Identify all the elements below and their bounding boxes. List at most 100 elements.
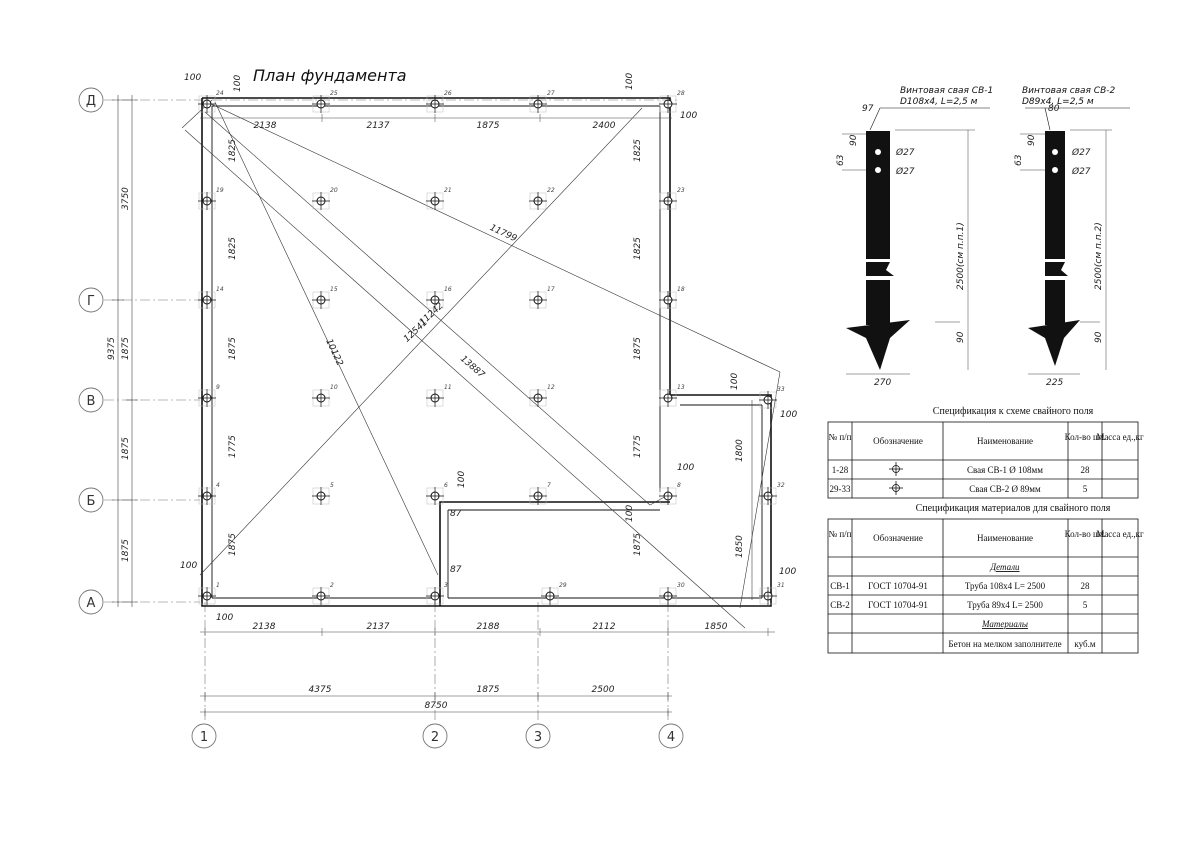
inner-left-dim-5: 1875 [228,533,238,556]
pile-marker: 27 [529,90,555,113]
spec2-table [827,518,1139,654]
axis-bubble-a [78,589,104,615]
pile-number: 29 [559,582,567,589]
spec1-title: Спецификация к схеме свайного поля [933,406,1094,417]
pile-marker: 24 [198,90,224,113]
pile-number: 1 [216,582,220,589]
bottom-dim-2138: 2138 [253,622,276,632]
spec1-row1-name: Свая СВ-1 Ø 108мм [967,465,1043,475]
pile-number: 11 [444,384,452,391]
diagonal-label-12541: 12541 [402,318,430,345]
dimension-lines [112,95,775,713]
sv1-hole1: Ø27 [895,147,915,158]
offset-100-i: 100 [625,505,635,522]
axis-bubble-b [78,487,104,513]
spec2-row2-num: СВ-2 [830,600,850,610]
pile-marker: 10 [312,384,338,407]
sv1-title: Винтовая свая СВ-1 [900,86,993,96]
spec2-row2-qty: 5 [1083,600,1088,610]
spec1-header-code: Обозначение [873,436,923,446]
spec2-row2-name: Труба 89x4 L= 2500 [967,600,1043,610]
sv2-spec: D89x4, L=2,5 м [1022,97,1094,107]
pile-number: 22 [547,187,555,194]
pile-marker: 21 [426,187,452,210]
sv2-shaft-lower [1045,280,1065,325]
spec2-header-name: Наименование [977,533,1033,543]
offset-100-e: 100 [730,373,740,390]
sv2-d1: 63 [1014,154,1024,166]
spec2-header-mass: Масса ед.,кг [1096,529,1144,539]
pile-marker: 29 [541,582,567,605]
pile-number: 10 [330,384,338,391]
pile-marker: 25 [312,90,338,113]
pile-marker: 33 [759,386,785,409]
pile-marker: 22 [529,187,555,210]
axis-dim-2500: 2500 [592,685,615,695]
spec1-row2-num: 29-33 [830,484,851,494]
bottom-dim-1850: 1850 [705,622,728,632]
axis-bubble-v [78,387,104,413]
spec2-section-materials: Материалы [981,619,1028,629]
offset-100-l: 100 [779,567,796,577]
pile-marker: 20 [312,187,338,210]
pile-marker: 23 [659,187,685,210]
sv1-hole2: Ø27 [895,166,915,177]
spec2-header-code: Обозначение [873,533,923,543]
inner-right-dim-3: 1875 [633,337,643,360]
inner-right-dim-4: 1775 [633,435,643,458]
spec1-header-num: № п/п [829,432,852,442]
pile-number: 33 [777,386,785,393]
pile-marker: 31 [759,582,785,605]
sv2-shaft-upper [1045,131,1065,259]
left-dim-1875-a: 1875 [121,337,131,360]
spec2-header-num: № п/п [829,529,852,539]
notch-dim-87-b: 87 [450,565,462,575]
pile-marker: 11 [426,384,452,407]
bottom-dim-2137: 2137 [367,622,390,632]
diagonal-lines [181,99,781,629]
pile-number: 20 [330,187,338,194]
left-dim-3750: 3750 [121,187,131,210]
left-dim-1875-b: 1875 [121,437,131,460]
axis-label-2: 2 [431,730,439,745]
pile-number: 31 [777,582,785,589]
pile-number: 30 [677,582,685,589]
pile-marker: 6 [426,482,448,505]
sv2-tip: 90 [1094,331,1104,343]
pile-marker: 4 [198,482,220,505]
pile-number: 28 [677,90,685,97]
inner-strip-edges [211,105,763,599]
pile-number: 25 [330,90,338,97]
spec2-title: Спецификация материалов для свайного пол… [916,503,1111,514]
sv2-length: 2500(см п.п.2) [1094,222,1104,290]
pile-marker: 7 [529,482,551,505]
bottom-dim-2188: 2188 [477,622,500,632]
axis-bubble-2 [422,723,448,749]
axis-bubble-d [78,87,104,113]
pile-number: 26 [444,90,452,97]
pile-marker: 3 [426,582,448,605]
left-dim-9375: 9375 [107,337,117,360]
pile-number: 12 [547,384,555,391]
sv1-shaft-lower [866,280,890,325]
annex-dim-1800: 1800 [735,439,745,462]
sv2-blade [1028,320,1080,366]
pile-number: 19 [216,187,224,194]
inner-right-dim-2: 1825 [633,237,643,260]
sv2-blade-dim: 225 [1046,378,1063,388]
pile-marker: 18 [659,286,685,309]
axis-bubble-3 [525,723,551,749]
axis-label-d: Д [86,94,96,109]
spec2-row1-num: СВ-1 [830,581,850,591]
pile-number: 17 [547,286,555,293]
inner-left-dim-2: 1825 [228,237,238,260]
axis-label-3: 3 [534,730,542,745]
spec1-row1-qty: 28 [1081,465,1091,475]
spec2-row1-qty: 28 [1081,581,1091,591]
sv2-d2: 90 [1027,134,1037,146]
pile-marker: 9 [198,384,220,407]
pile-marker: 16 [426,286,452,309]
axis-label-a: А [87,596,96,611]
